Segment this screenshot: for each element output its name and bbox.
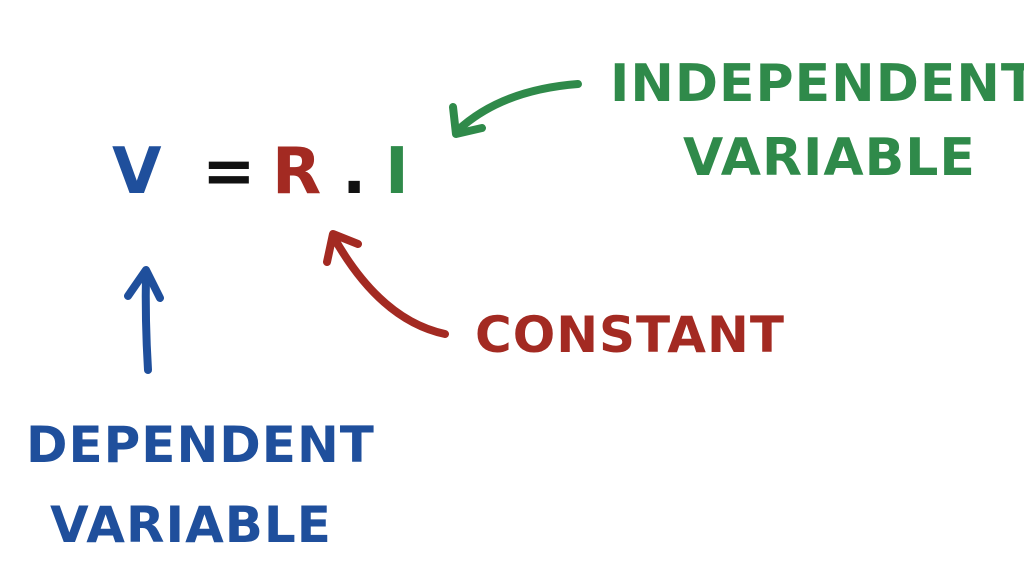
independent-arrow	[449, 80, 582, 138]
constant-arrow	[323, 230, 449, 338]
dependent-arrow	[124, 266, 164, 374]
equation-constant-symbol: R	[272, 135, 323, 209]
dependent-variable-label-line2: VARIABLE	[50, 496, 332, 554]
equation-equals-sign: =	[202, 135, 257, 209]
independent-variable-label-line1: INDEPENDENT	[610, 54, 1024, 114]
equation-dependent-symbol: V	[112, 135, 163, 209]
equation-independent-symbol: I	[385, 135, 410, 209]
equation-operator: .	[342, 135, 368, 209]
constant-label: CONSTANT	[475, 306, 785, 364]
dependent-variable-label-line1: DEPENDENT	[26, 416, 375, 474]
independent-variable-label-line2: VARIABLE	[683, 128, 976, 188]
